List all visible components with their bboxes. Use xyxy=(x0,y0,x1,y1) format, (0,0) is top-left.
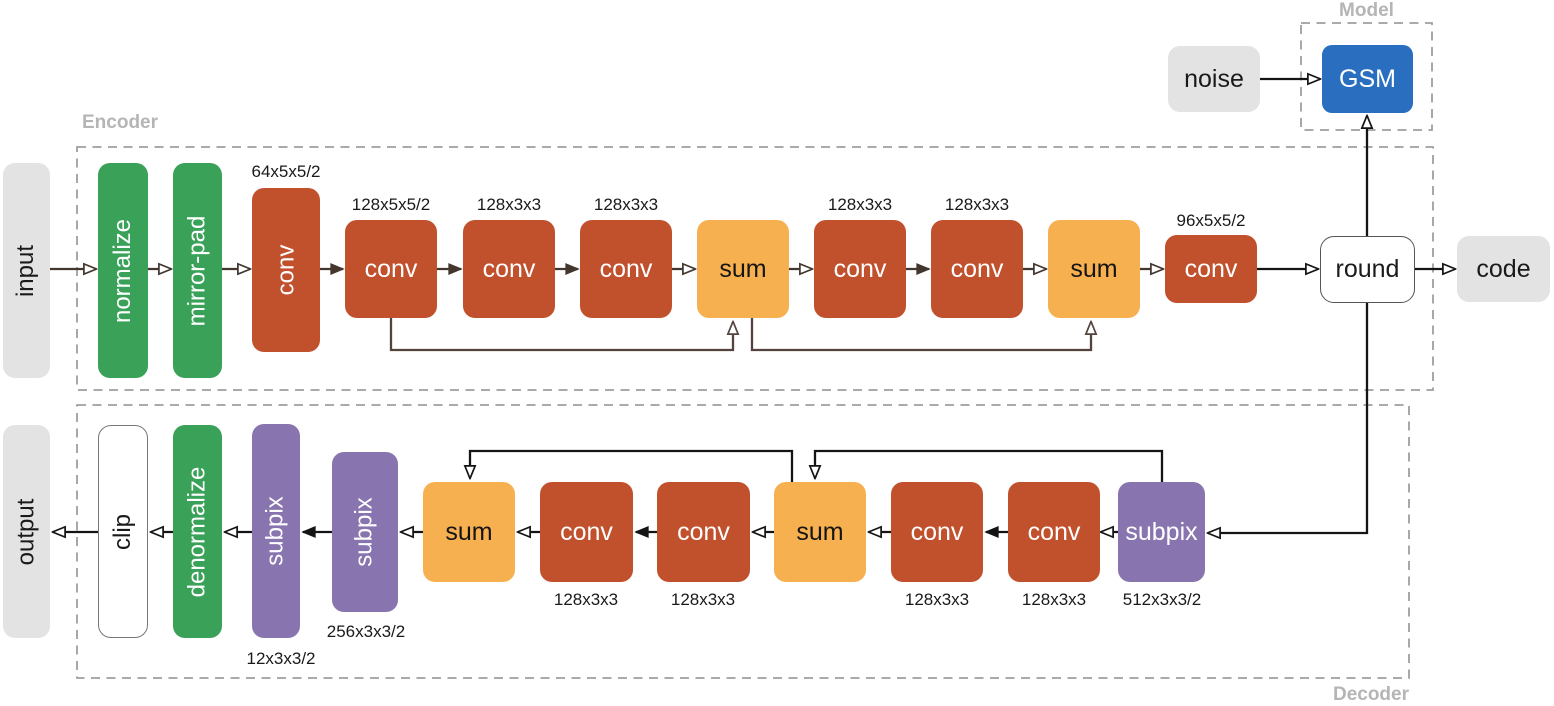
decoder-subpix3-label: subpix xyxy=(1125,517,1198,546)
gsm-block: GSM xyxy=(1322,45,1413,113)
encoder-conv6-label: conv xyxy=(950,254,1004,283)
decoder-conv4-label: conv xyxy=(1027,517,1081,546)
decoder-subpix2-dims: 256x3x3/2 xyxy=(326,622,406,641)
decoder-conv4-block: conv xyxy=(1008,482,1100,582)
decoder-conv2-dims: 128x3x3 xyxy=(670,590,736,609)
decoder-conv1-label: conv xyxy=(560,517,613,546)
decoder-subpix1-dims: 12x3x3/2 xyxy=(246,649,316,668)
encoder-sum2-block: sum xyxy=(1048,220,1140,318)
code-block: code xyxy=(1457,236,1550,302)
skip-sum1-sum2 xyxy=(750,318,1091,352)
code-label: code xyxy=(1476,254,1531,283)
skip-subpix3-sum2 xyxy=(815,449,1164,482)
noise-block: noise xyxy=(1168,46,1260,112)
decoder-subpix3-dims: 512x3x3/2 xyxy=(1122,590,1202,609)
encoder-conv6-dims: 128x3x3 xyxy=(944,195,1010,214)
round-label: round xyxy=(1335,255,1400,283)
output-block: output xyxy=(3,425,50,638)
encoder-conv3-label: conv xyxy=(482,254,536,283)
encoder-conv2-label: conv xyxy=(364,254,418,283)
decoder-conv2-block: conv xyxy=(657,482,750,582)
decoder-sum1-label: sum xyxy=(445,517,493,546)
decoder-conv2-label: conv xyxy=(677,517,730,546)
encoder-conv5-dims: 128x3x3 xyxy=(827,195,893,214)
encoder-conv5-label: conv xyxy=(833,254,887,283)
decoder-conv3-block: conv xyxy=(891,482,983,582)
encoder-conv5-block: conv xyxy=(814,220,906,318)
encoder-conv1-dims: 64x5x5/2 xyxy=(251,162,321,181)
normalize-label: normalize xyxy=(109,218,137,323)
encoder-sum1-block: sum xyxy=(697,220,789,318)
encoder-conv7-dims: 96x5x5/2 xyxy=(1176,211,1246,230)
decoder-conv4-dims: 128x3x3 xyxy=(1021,590,1087,609)
decoder-boundary xyxy=(76,404,1410,679)
output-label: output xyxy=(12,498,40,565)
encoder-conv3-block: conv xyxy=(463,220,555,318)
decoder-conv3-label: conv xyxy=(910,517,964,546)
decoder-conv1-block: conv xyxy=(540,482,633,582)
encoder-mirrorpad-block: mirror-pad xyxy=(173,163,222,378)
encoder-sum2-label: sum xyxy=(1070,254,1118,283)
encoder-sum1-label: sum xyxy=(719,254,767,283)
decoder-subpix1-block: subpix xyxy=(252,424,300,638)
mirrorpad-label: mirror-pad xyxy=(183,215,211,326)
noise-label: noise xyxy=(1184,64,1244,93)
encoder-conv1-block: conv xyxy=(252,188,320,352)
decoder-subpix2-label: subpix xyxy=(351,497,378,567)
decoder-conv1-dims: 128x3x3 xyxy=(553,590,619,609)
decoder-sum2-label: sum xyxy=(796,517,844,546)
encoder-conv4-dims: 128x3x3 xyxy=(593,195,659,214)
encoder-section-label: Encoder xyxy=(82,112,159,133)
clip-label: clip xyxy=(108,513,136,550)
skip-sum2-sum1 xyxy=(470,449,794,482)
decoder-subpix3-block: subpix xyxy=(1118,482,1205,582)
arrow-round-subpix3 xyxy=(1208,303,1369,533)
encoder-conv2-dims: 128x5x5/2 xyxy=(351,195,431,214)
skip-conv2-sum1 xyxy=(389,318,733,352)
decoder-conv3-dims: 128x3x3 xyxy=(904,590,970,609)
encoder-conv4-label: conv xyxy=(599,254,653,283)
denormalize-label: denormalize xyxy=(183,466,211,597)
decoder-subpix2-block: subpix xyxy=(332,452,398,612)
input-block: input xyxy=(3,163,50,378)
encoder-conv4-block: conv xyxy=(580,220,672,318)
encoder-conv7-block: conv xyxy=(1165,235,1257,303)
encoder-conv7-label: conv xyxy=(1184,254,1238,283)
decoder-clip-block: clip xyxy=(98,425,148,638)
decoder-sum2-block: sum xyxy=(774,482,866,582)
encoder-normalize-block: normalize xyxy=(98,163,148,378)
round-block: round xyxy=(1320,236,1415,303)
decoder-section-label: Decoder xyxy=(1332,684,1409,705)
decoder-subpix1-label: subpix xyxy=(262,496,289,566)
decoder-sum1-block: sum xyxy=(423,482,515,582)
input-label: input xyxy=(12,244,40,297)
gsm-label: GSM xyxy=(1339,64,1396,93)
decoder-denormalize-block: denormalize xyxy=(173,425,222,638)
encoder-conv3-dims: 128x3x3 xyxy=(476,195,542,214)
encoder-conv6-block: conv xyxy=(931,220,1023,318)
encoder-conv2-block: conv xyxy=(345,220,437,318)
encoder-conv1-label: conv xyxy=(271,244,299,296)
model-section-label: Model xyxy=(1339,0,1394,21)
